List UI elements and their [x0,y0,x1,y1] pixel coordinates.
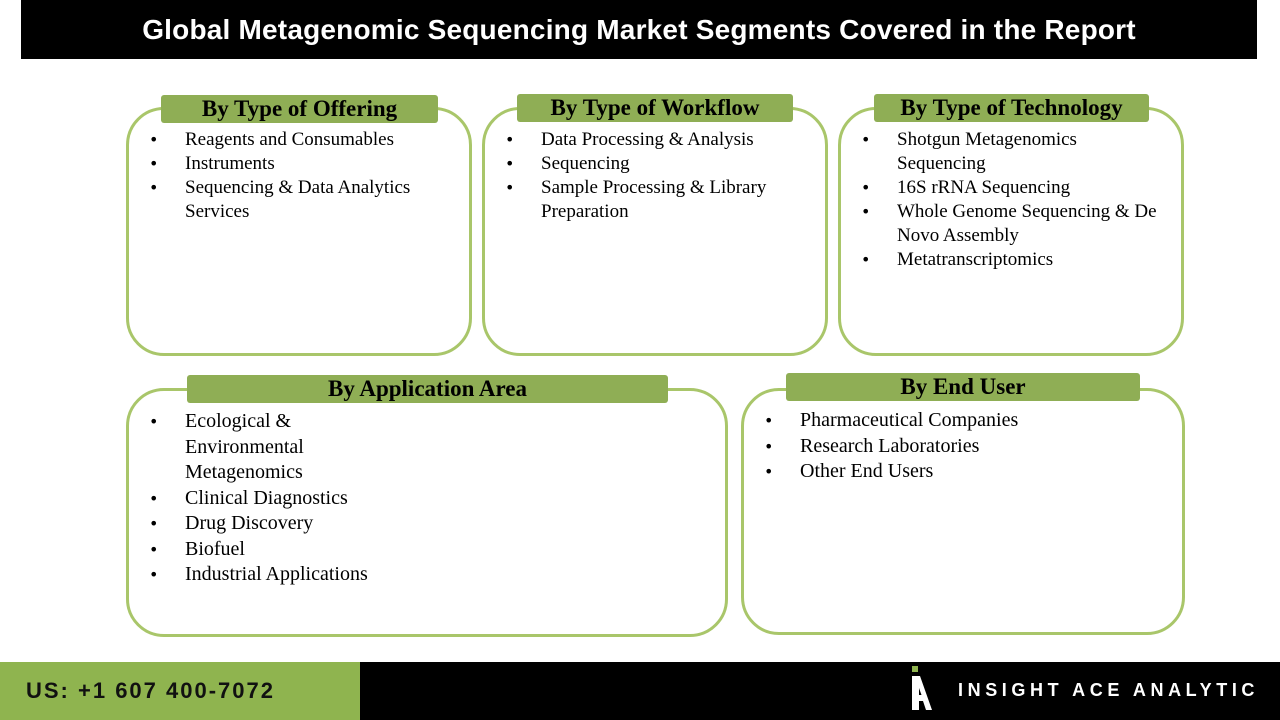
list-item: •Sequencing [505,153,630,174]
list-item: •Research Laboratories [764,434,1164,460]
workflow-list: •Data Processing & Analysis •Sequencing … [505,128,805,224]
end-user-header: By End User [786,373,1140,401]
end-user-list: •Pharmaceutical Companies •Research Labo… [764,408,1164,485]
list-item: •Other End Users [764,459,1164,485]
list-item: •Whole Genome Sequencing & De Novo Assem… [861,201,1157,246]
phone-number: US: +1 607 400-7072 [26,678,275,703]
footer-brand: INSIGHT ACE ANALYTIC [360,662,1280,720]
bullet-icon: • [861,202,871,221]
insight-ace-logo-icon [912,666,932,710]
list-item: •Reagents and Consumables [149,129,394,150]
bullet-icon: • [149,154,159,173]
bullet-icon: • [764,411,774,430]
bullet-icon: • [149,412,159,431]
bullet-icon: • [149,565,159,584]
brand-name: INSIGHT ACE ANALYTIC [958,680,1260,700]
list-item: •Clinical Diagnostics [149,486,349,512]
list-item: •Pharmaceutical Companies [764,408,1164,434]
application-header: By Application Area [187,375,668,403]
application-box [126,388,728,637]
offering-box [126,107,472,356]
list-item: •Biofuel [149,537,349,563]
workflow-box [482,107,828,356]
bullet-icon: • [861,250,871,269]
bullet-icon: • [764,462,774,481]
list-item: •16S rRNA Sequencing [861,177,1071,198]
list-item: •Shotgun Metagenomics Sequencing [861,129,1077,174]
bullet-icon: • [505,178,515,197]
application-list: •Ecological & Environmental Metagenomics… [149,409,368,588]
list-item: •Instruments [149,153,275,174]
technology-header: By Type of Technology [874,94,1149,122]
list-item: •Drug Discovery [149,511,349,537]
list-item: •Industrial Applications [149,562,449,588]
bullet-icon: • [149,488,159,508]
footer-contact: US: +1 607 400-7072 [0,662,360,720]
bullet-icon: • [149,539,159,559]
bullet-icon: • [149,130,159,149]
list-item: •Sequencing & Data Analytics Services [149,177,411,222]
bullet-icon: • [149,178,159,197]
end-user-box [741,388,1185,635]
bullet-icon: • [861,130,871,149]
list-item: •Ecological & Environmental Metagenomics [149,410,304,483]
bullet-icon: • [505,154,515,173]
list-item: •Data Processing & Analysis [505,129,754,150]
workflow-header: By Type of Workflow [517,94,793,122]
bullet-icon: • [861,178,871,197]
bullet-icon: • [505,130,515,149]
technology-box [838,107,1184,356]
page-title: Global Metagenomic Sequencing Market Seg… [142,13,1136,45]
list-item: •Metatranscriptomics [861,249,1054,270]
technology-list: •Shotgun Metagenomics Sequencing •16S rR… [861,128,1166,272]
offering-header: By Type of Offering [161,95,438,123]
bullet-icon: • [764,436,774,456]
offering-list: •Reagents and Consumables •Instruments •… [149,128,449,224]
list-item: •Sample Processing & Library Preparation [505,177,767,222]
title-bar: Global Metagenomic Sequencing Market Seg… [21,0,1257,59]
bullet-icon: • [149,514,159,533]
